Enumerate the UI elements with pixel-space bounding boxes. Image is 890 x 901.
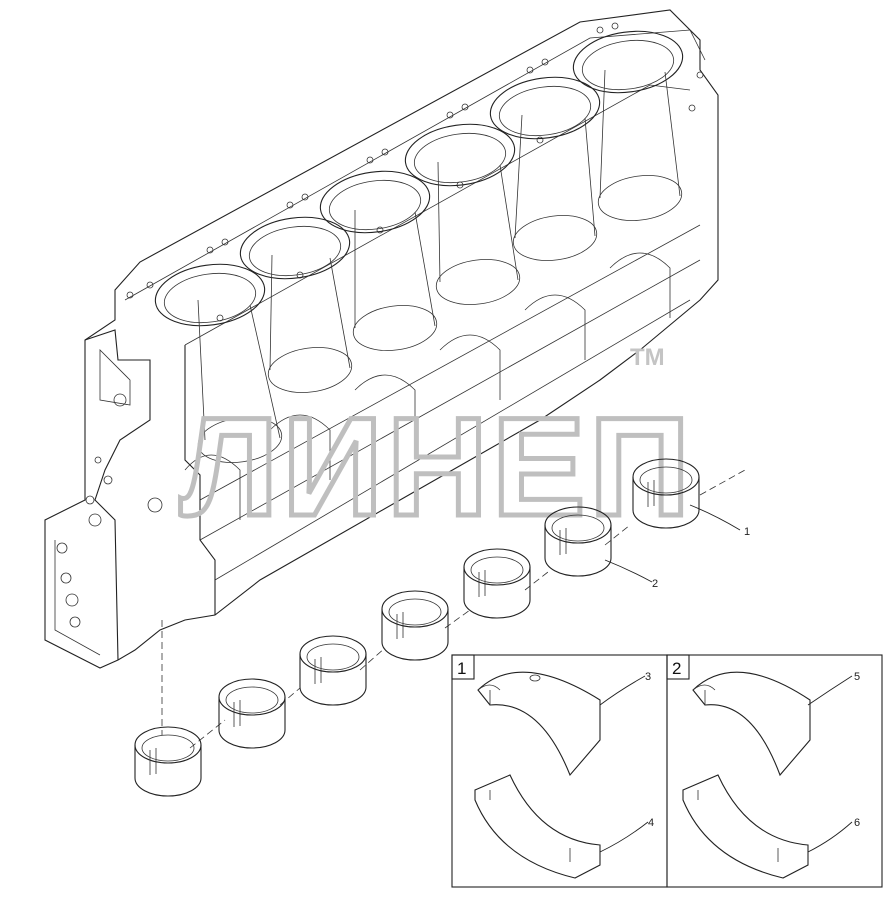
callout-2: 2 (604, 559, 658, 590)
deck-bolt-holes (126, 22, 704, 322)
bearing-shell (218, 678, 286, 749)
watermark-trademark: TM (630, 344, 665, 371)
svg-text:4: 4 (648, 817, 654, 829)
main-bearing-shells (134, 458, 700, 797)
svg-text:5: 5 (854, 671, 860, 683)
callout-6: 6 (807, 817, 860, 853)
detail-box-2-label: 2 (672, 659, 681, 678)
callout-1: 1 (689, 504, 750, 538)
cylinder-bores (154, 30, 684, 327)
detail-box-1: 1 3 4 (451, 654, 668, 888)
svg-text:6: 6 (854, 817, 860, 829)
bearing-shell (381, 590, 449, 661)
bearing-shell (544, 506, 612, 577)
watermark-text: ЛИНЕП (180, 388, 694, 545)
upper-bearing-half-3 (477, 671, 601, 777)
bearing-shell (463, 548, 531, 619)
cylinder-barrel-bottoms (197, 69, 683, 463)
svg-text:2: 2 (652, 578, 658, 590)
bearing-shell (134, 726, 202, 797)
callout-3: 3 (599, 671, 651, 706)
crankshaft-axis-line (161, 469, 746, 749)
svg-text:1: 1 (744, 526, 750, 538)
svg-text:3: 3 (645, 671, 651, 683)
callout-4: 4 (599, 817, 654, 853)
callout-5: 5 (807, 671, 860, 706)
bearing-shell (632, 458, 700, 529)
detail-box-1-label: 1 (457, 659, 466, 678)
engine-cylinder-block (44, 9, 719, 669)
bearing-shell (299, 635, 367, 706)
lower-bearing-half-6 (682, 774, 809, 879)
upper-bearing-half-5 (692, 671, 811, 777)
front-face-holes (56, 393, 163, 628)
detail-box-2: 2 5 6 (666, 654, 883, 888)
lower-bearing-half-4 (474, 774, 601, 879)
watermark: ЛИНЕП TM (178, 344, 694, 548)
crank-bulkheads (184, 252, 671, 520)
